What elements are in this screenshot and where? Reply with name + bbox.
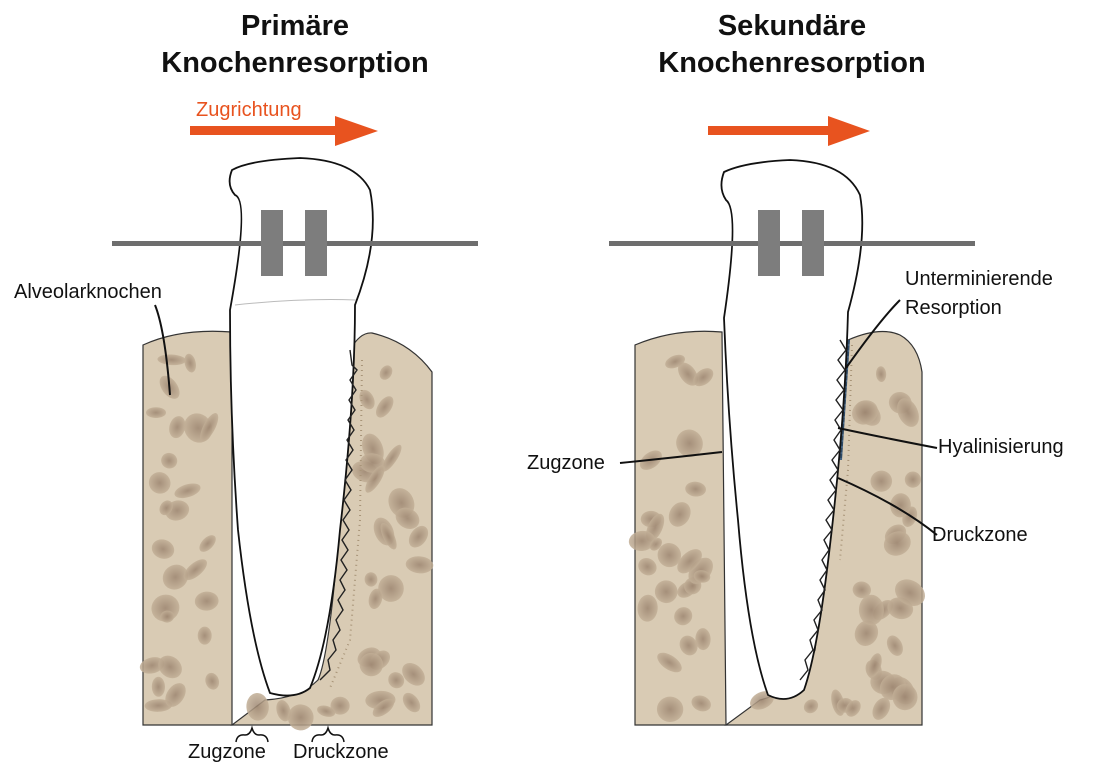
right-title: Sekundäre Knochenresorption <box>582 8 1002 82</box>
label-unterminierende-line2: Resorption <box>905 294 1053 323</box>
arrow-label-zugrichtung: Zugrichtung <box>196 99 302 122</box>
arrow-right <box>708 116 870 146</box>
left-panel <box>112 116 478 742</box>
bracket-wing-right-a <box>758 210 780 276</box>
left-title-line1: Primäre <box>85 8 505 45</box>
brace-pressure-zone <box>312 728 344 742</box>
bone-pore <box>146 407 166 418</box>
brace-tension-zone <box>236 728 268 742</box>
right-title-line2: Knochenresorption <box>582 45 1002 82</box>
archwire-right <box>609 241 975 246</box>
bracket-wing-left-b <box>305 210 327 276</box>
bracket-wing-left-a <box>261 210 283 276</box>
label-hyalinisierung: Hyalinisierung <box>938 436 1064 459</box>
label-zugzone-right: Zugzone <box>527 452 605 475</box>
left-title-line2: Knochenresorption <box>85 45 505 82</box>
label-bottom-druckzone: Druckzone <box>293 741 389 764</box>
right-title-line1: Sekundäre <box>582 8 1002 45</box>
tooth-left <box>230 158 373 696</box>
bone-pore <box>198 627 212 645</box>
label-alveolarknochen: Alveolarknochen <box>14 281 162 304</box>
archwire-left <box>112 241 478 246</box>
label-druckzone-right: Druckzone <box>932 524 1028 547</box>
label-unterminierende: Unterminierende Resorption <box>905 265 1053 323</box>
label-bottom-zugzone: Zugzone <box>188 741 266 764</box>
bracket-wing-right-b <box>802 210 824 276</box>
right-panel <box>609 116 975 725</box>
left-title: Primäre Knochenresorption <box>85 8 505 82</box>
label-unterminierende-line1: Unterminierende <box>905 265 1053 294</box>
